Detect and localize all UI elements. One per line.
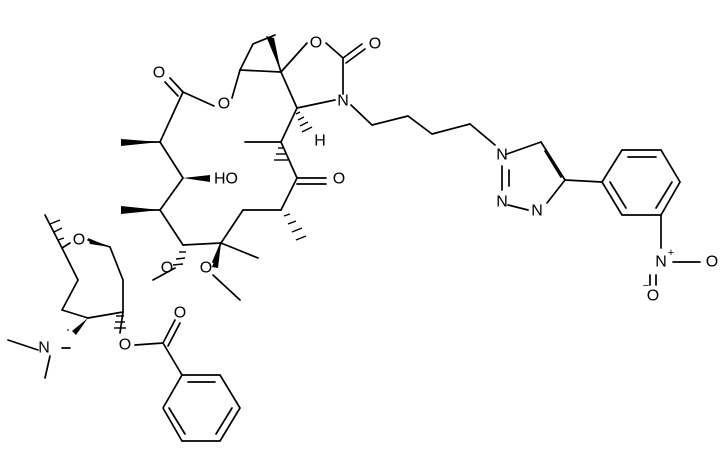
ketone-oxygen-label: O [333, 171, 345, 188]
nitro-nitrogen-charge: + [668, 247, 674, 259]
bridgehead-hydrogen-label: H [314, 133, 326, 150]
hashed-bond-glycoside [172, 251, 186, 266]
hashed-bond-ester [114, 315, 126, 329]
carbamate-nitrogen-label: N [337, 93, 349, 110]
nitro-nitrogen-label: N [655, 254, 667, 271]
ester-oxygen-label: O [119, 337, 131, 354]
ring-oxygen-top-label: O [310, 35, 322, 52]
nitro-oxygen-b-label: O [647, 288, 659, 305]
hashed-bond-sugar-methyl [49, 219, 65, 241]
lactone-ring-oxygen-label: O [218, 96, 230, 113]
atom-labels: O O O O N H O HO N N N N + O O − O O O N… [38, 35, 718, 357]
hashed-bond-methyl-2 [283, 213, 307, 241]
triazole-n1-label: N [496, 147, 508, 164]
nitro-oxygen-a-label: O [706, 254, 718, 271]
hashed-bond-h [295, 111, 313, 133]
dimethylamino-nitrogen-label: N [38, 340, 50, 357]
glycosidic-oxygen-1-label: O [161, 260, 173, 277]
lactone-carbonyl-oxygen-label: O [153, 65, 165, 82]
nitro-oxygen-charge: − [643, 280, 649, 292]
methoxy-oxygen-label: O [200, 260, 212, 277]
ester-carbonyl-oxygen-label: O [174, 305, 186, 322]
carbonyl-oxygen-top-label: O [369, 36, 381, 53]
triazole-n3-label: N [531, 203, 543, 220]
stereo-bonds [49, 36, 313, 335]
bond-lines [7, 34, 701, 442]
sugar-ring-oxygen-label: O [73, 232, 85, 249]
hashed-bond-methyl [274, 147, 288, 161]
hydroxyl-label: HO [214, 171, 238, 188]
triazole-n2-label: N [496, 194, 508, 211]
